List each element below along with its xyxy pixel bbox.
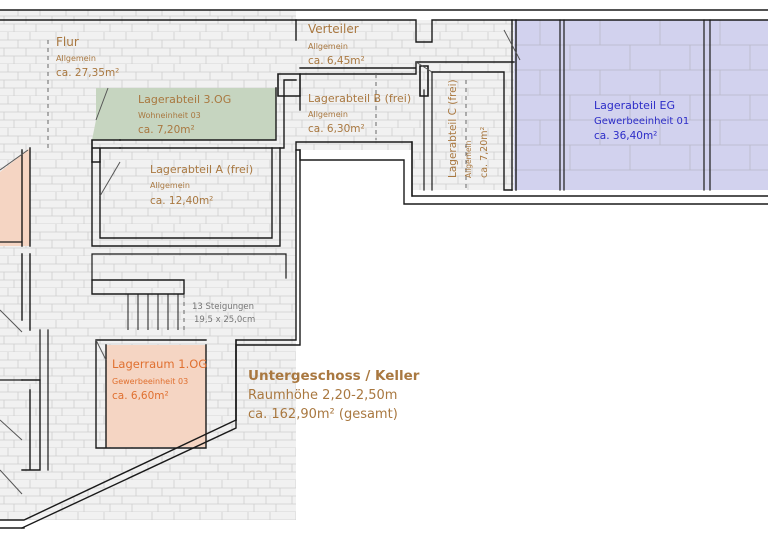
walls [0, 9, 768, 529]
lagerC-use: Allgemein [464, 140, 473, 178]
stairs [127, 293, 184, 330]
stairs-steps: 13 Steigungen [192, 302, 254, 312]
dashed-lines [47, 40, 467, 330]
room-fill-lagerEG [514, 20, 768, 190]
lager3og-area: ca. 7,20m² [138, 124, 195, 136]
lagerB-use: Allgemein [308, 110, 348, 119]
floor-height: Raumhöhe 2,20-2,50m [248, 388, 397, 403]
lagerEG-area: ca. 36,40m² [594, 130, 657, 142]
labels: Flur Allgemein ca. 27,35m² Verteiler All… [56, 22, 689, 422]
flur-name: Flur [56, 35, 79, 49]
verteiler-name: Verteiler [308, 22, 359, 36]
lagerEG-use: Gewerbeeinheit 01 [594, 116, 689, 127]
room-fill-lager3og [92, 88, 276, 140]
lagerraum1og-area: ca. 6,60m² [112, 390, 169, 402]
lager3og-use: Wohneinheit 03 [138, 111, 201, 120]
verteiler-use: Allgemein [308, 42, 348, 51]
lagerC-name: Lagerabteil C (frei) [447, 79, 459, 178]
stairs-size: 19,5 x 25,0cm [194, 315, 255, 325]
lagerraum1og-name: Lagerraum 1.OG [112, 357, 207, 371]
lagerraum1og-use: Gewerbeeinheit 03 [112, 377, 188, 386]
lagerA-area: ca. 12,40m² [150, 195, 213, 207]
floor-total: ca. 162,90m² (gesamt) [248, 407, 398, 422]
lagerA-use: Allgemein [150, 181, 190, 190]
door-swings [0, 29, 521, 495]
flur-use: Allgemein [56, 54, 96, 63]
room-fill-lagerraum1og [106, 345, 206, 447]
lagerA-name: Lagerabteil A (frei) [150, 163, 253, 176]
lagerB-area: ca. 6,30m² [308, 123, 365, 135]
lagerEG-name: Lagerabteil EG [594, 99, 675, 112]
lagerC-area: ca. 7,20m² [479, 127, 490, 178]
lager3og-name: Lagerabteil 3.OG [138, 93, 231, 106]
eg-pattern [514, 20, 768, 171]
floor-title: Untergeschoss / Keller [248, 368, 420, 384]
lagerB-name: Lagerabteil B (frei) [308, 92, 411, 105]
stone-floor [0, 10, 516, 520]
flur-area: ca. 27,35m² [56, 67, 119, 79]
verteiler-area: ca. 6,45m² [308, 55, 365, 67]
